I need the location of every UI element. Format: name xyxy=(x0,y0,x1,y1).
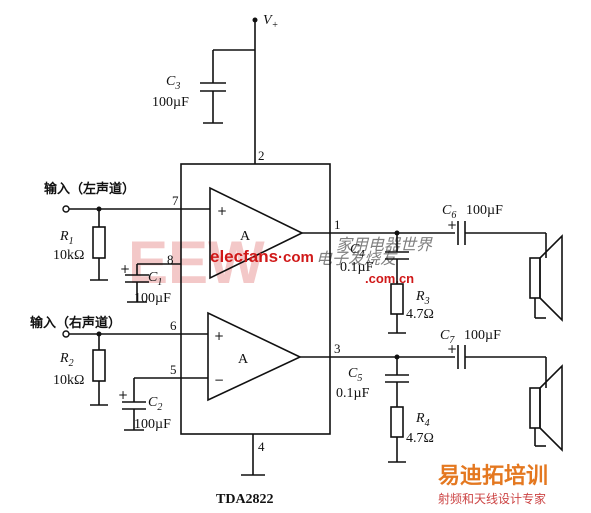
r2-body xyxy=(92,349,106,382)
c7-polarity: + xyxy=(447,342,457,356)
pin-1-label: 1 xyxy=(334,217,341,232)
c6-ref: C6 xyxy=(442,203,456,221)
pin-6-label: 6 xyxy=(170,318,177,333)
c7-value: 100µF xyxy=(464,328,501,343)
c5-ref: C5 xyxy=(348,366,362,384)
op-amp-left-plus: + xyxy=(217,204,227,218)
watermark-handwriting-1: 家用电器世界 xyxy=(336,235,433,254)
c6-polarity: + xyxy=(447,218,457,232)
pin-3-label: 3 xyxy=(334,341,341,356)
op-amp-left-label: A xyxy=(240,229,251,244)
pin-2-label: 2 xyxy=(258,148,265,163)
input-right-label: 输入（右声道） xyxy=(30,315,121,331)
op-amp-right-plus: + xyxy=(214,329,224,343)
c7-ref: C7 xyxy=(440,328,455,346)
c4-ref: C4 xyxy=(350,242,364,260)
r1-body xyxy=(92,226,106,259)
pin-5-label: 5 xyxy=(170,362,177,377)
r2-value: 10kΩ xyxy=(53,373,84,388)
input-left-terminal xyxy=(62,205,70,213)
watermark-url-cn: .com.cn xyxy=(365,271,414,286)
chip-name: TDA2822 xyxy=(216,492,274,507)
c1-ref: C1 xyxy=(148,270,162,288)
c3-ref: C3 xyxy=(166,74,180,92)
c2-value: 100µF xyxy=(134,417,171,432)
c3-value: 100µF xyxy=(152,95,189,110)
r3-value: 4.7Ω xyxy=(406,307,434,322)
c1-polarity: + xyxy=(120,262,130,276)
op-amp-left xyxy=(209,186,304,280)
c2-ref: C2 xyxy=(148,395,162,413)
r1-ref: R1 xyxy=(59,229,74,247)
r4-ref: R4 xyxy=(415,411,430,429)
op-amp-right-minus: − xyxy=(214,373,224,387)
input-left-label: 输入（左声道） xyxy=(44,181,135,197)
op-amp-right-label: A xyxy=(238,352,249,367)
watermark-front-layer: elecfans·com 易迪拓培训 射频和天线设计专家 xyxy=(210,247,548,506)
pin-4-label: 4 xyxy=(258,439,265,454)
pin-8-label: 8 xyxy=(167,252,174,267)
watermark-brand-sub: 射频和天线设计专家 xyxy=(438,491,546,506)
watermark-handwriting-2: 电子发烧友 xyxy=(316,249,398,268)
op-amp-right xyxy=(207,311,302,402)
c5-value: 0.1µF xyxy=(336,386,370,401)
c1-value: 100µF xyxy=(134,291,171,306)
watermark-url: elecfans·com xyxy=(210,247,314,266)
c4-value: 0.1µF xyxy=(340,260,374,275)
watermark-brand: 易迪拓培训 xyxy=(438,463,548,489)
r2-ref: R2 xyxy=(59,351,74,369)
c2-polarity: + xyxy=(118,388,128,402)
input-right-terminal xyxy=(62,330,70,338)
r1-value: 10kΩ xyxy=(53,248,84,263)
r4-value: 4.7Ω xyxy=(406,431,434,446)
ic-body xyxy=(180,163,331,435)
r3-ref: R3 xyxy=(415,289,430,307)
c6-value: 100µF xyxy=(466,203,503,218)
r4-body xyxy=(390,406,404,438)
pin-7-label: 7 xyxy=(172,193,179,208)
vplus-label: V+ xyxy=(263,13,278,31)
r3-body xyxy=(390,283,404,315)
